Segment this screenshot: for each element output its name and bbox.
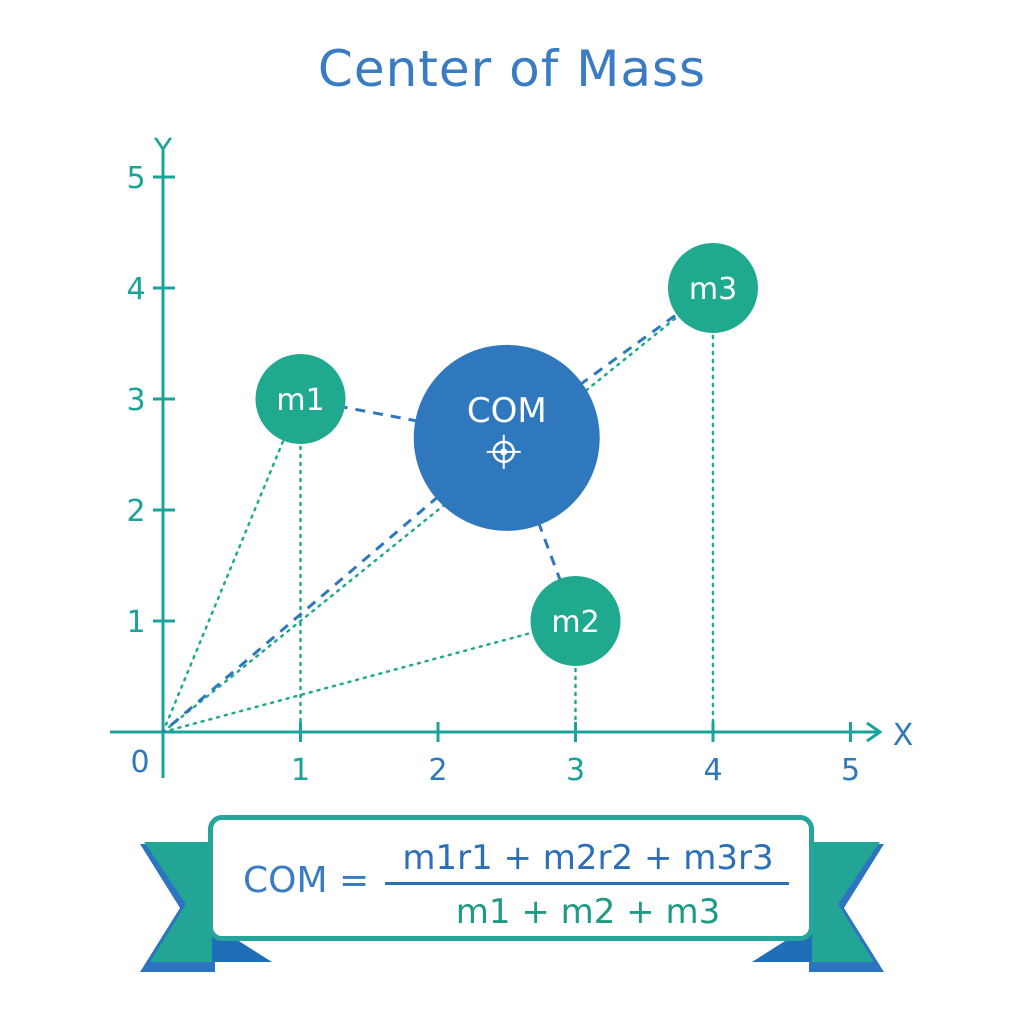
y-tick-label: 4 xyxy=(126,272,145,307)
mass-label-m2: m2 xyxy=(551,605,599,640)
formula-box: COM = m1r1 + m2r2 + m3r3 m1 + m2 + m3 xyxy=(208,815,814,941)
axis-ticks: 1 2 3 4 5 1 2 3 4 5 xyxy=(126,161,860,788)
y-tick-label: 5 xyxy=(126,161,145,196)
x-tick-label: 2 xyxy=(428,753,447,788)
y-tick-label: 2 xyxy=(126,494,145,529)
x-tick-label: 5 xyxy=(841,753,860,788)
formula-numerator: m1r1 + m2r2 + m3r3 xyxy=(402,838,774,878)
x-tick-label: 3 xyxy=(566,753,585,788)
com-label: COM xyxy=(467,391,547,431)
mass-point-m3 xyxy=(668,243,758,333)
mass-point-m2 xyxy=(530,576,621,666)
origin-guide-line xyxy=(161,397,302,734)
origin-guide-line xyxy=(161,619,577,734)
origin-guide-line xyxy=(161,286,715,734)
mass-label-m1: m1 xyxy=(276,383,324,418)
x-tick-label: 1 xyxy=(291,753,310,788)
x-tick-label: 4 xyxy=(703,753,722,788)
com-circle xyxy=(413,344,600,531)
formula-lhs: COM = xyxy=(243,860,370,901)
mass-point-m1 xyxy=(255,354,346,444)
fraction-bar xyxy=(385,882,789,885)
x-axis-arrow xyxy=(866,721,883,743)
mass-points: COM m1 m2 m3 xyxy=(255,243,758,666)
y-tick-label: 3 xyxy=(126,383,145,418)
formula-denominator: m1 + m2 + m3 xyxy=(455,892,721,932)
y-axis-label: Y xyxy=(153,133,173,168)
axes: X Y 0 xyxy=(110,133,913,780)
origin-label: 0 xyxy=(130,745,149,780)
guide-lines xyxy=(161,286,715,734)
ribbon-left-tail xyxy=(144,842,212,962)
page-title: Center of Mass xyxy=(317,40,707,98)
x-axis-label: X xyxy=(893,718,914,753)
ribbon-right-tail xyxy=(812,842,880,962)
mass-label-m3: m3 xyxy=(689,272,737,307)
y-tick-label: 1 xyxy=(126,605,145,640)
formula-ribbon xyxy=(140,842,884,972)
